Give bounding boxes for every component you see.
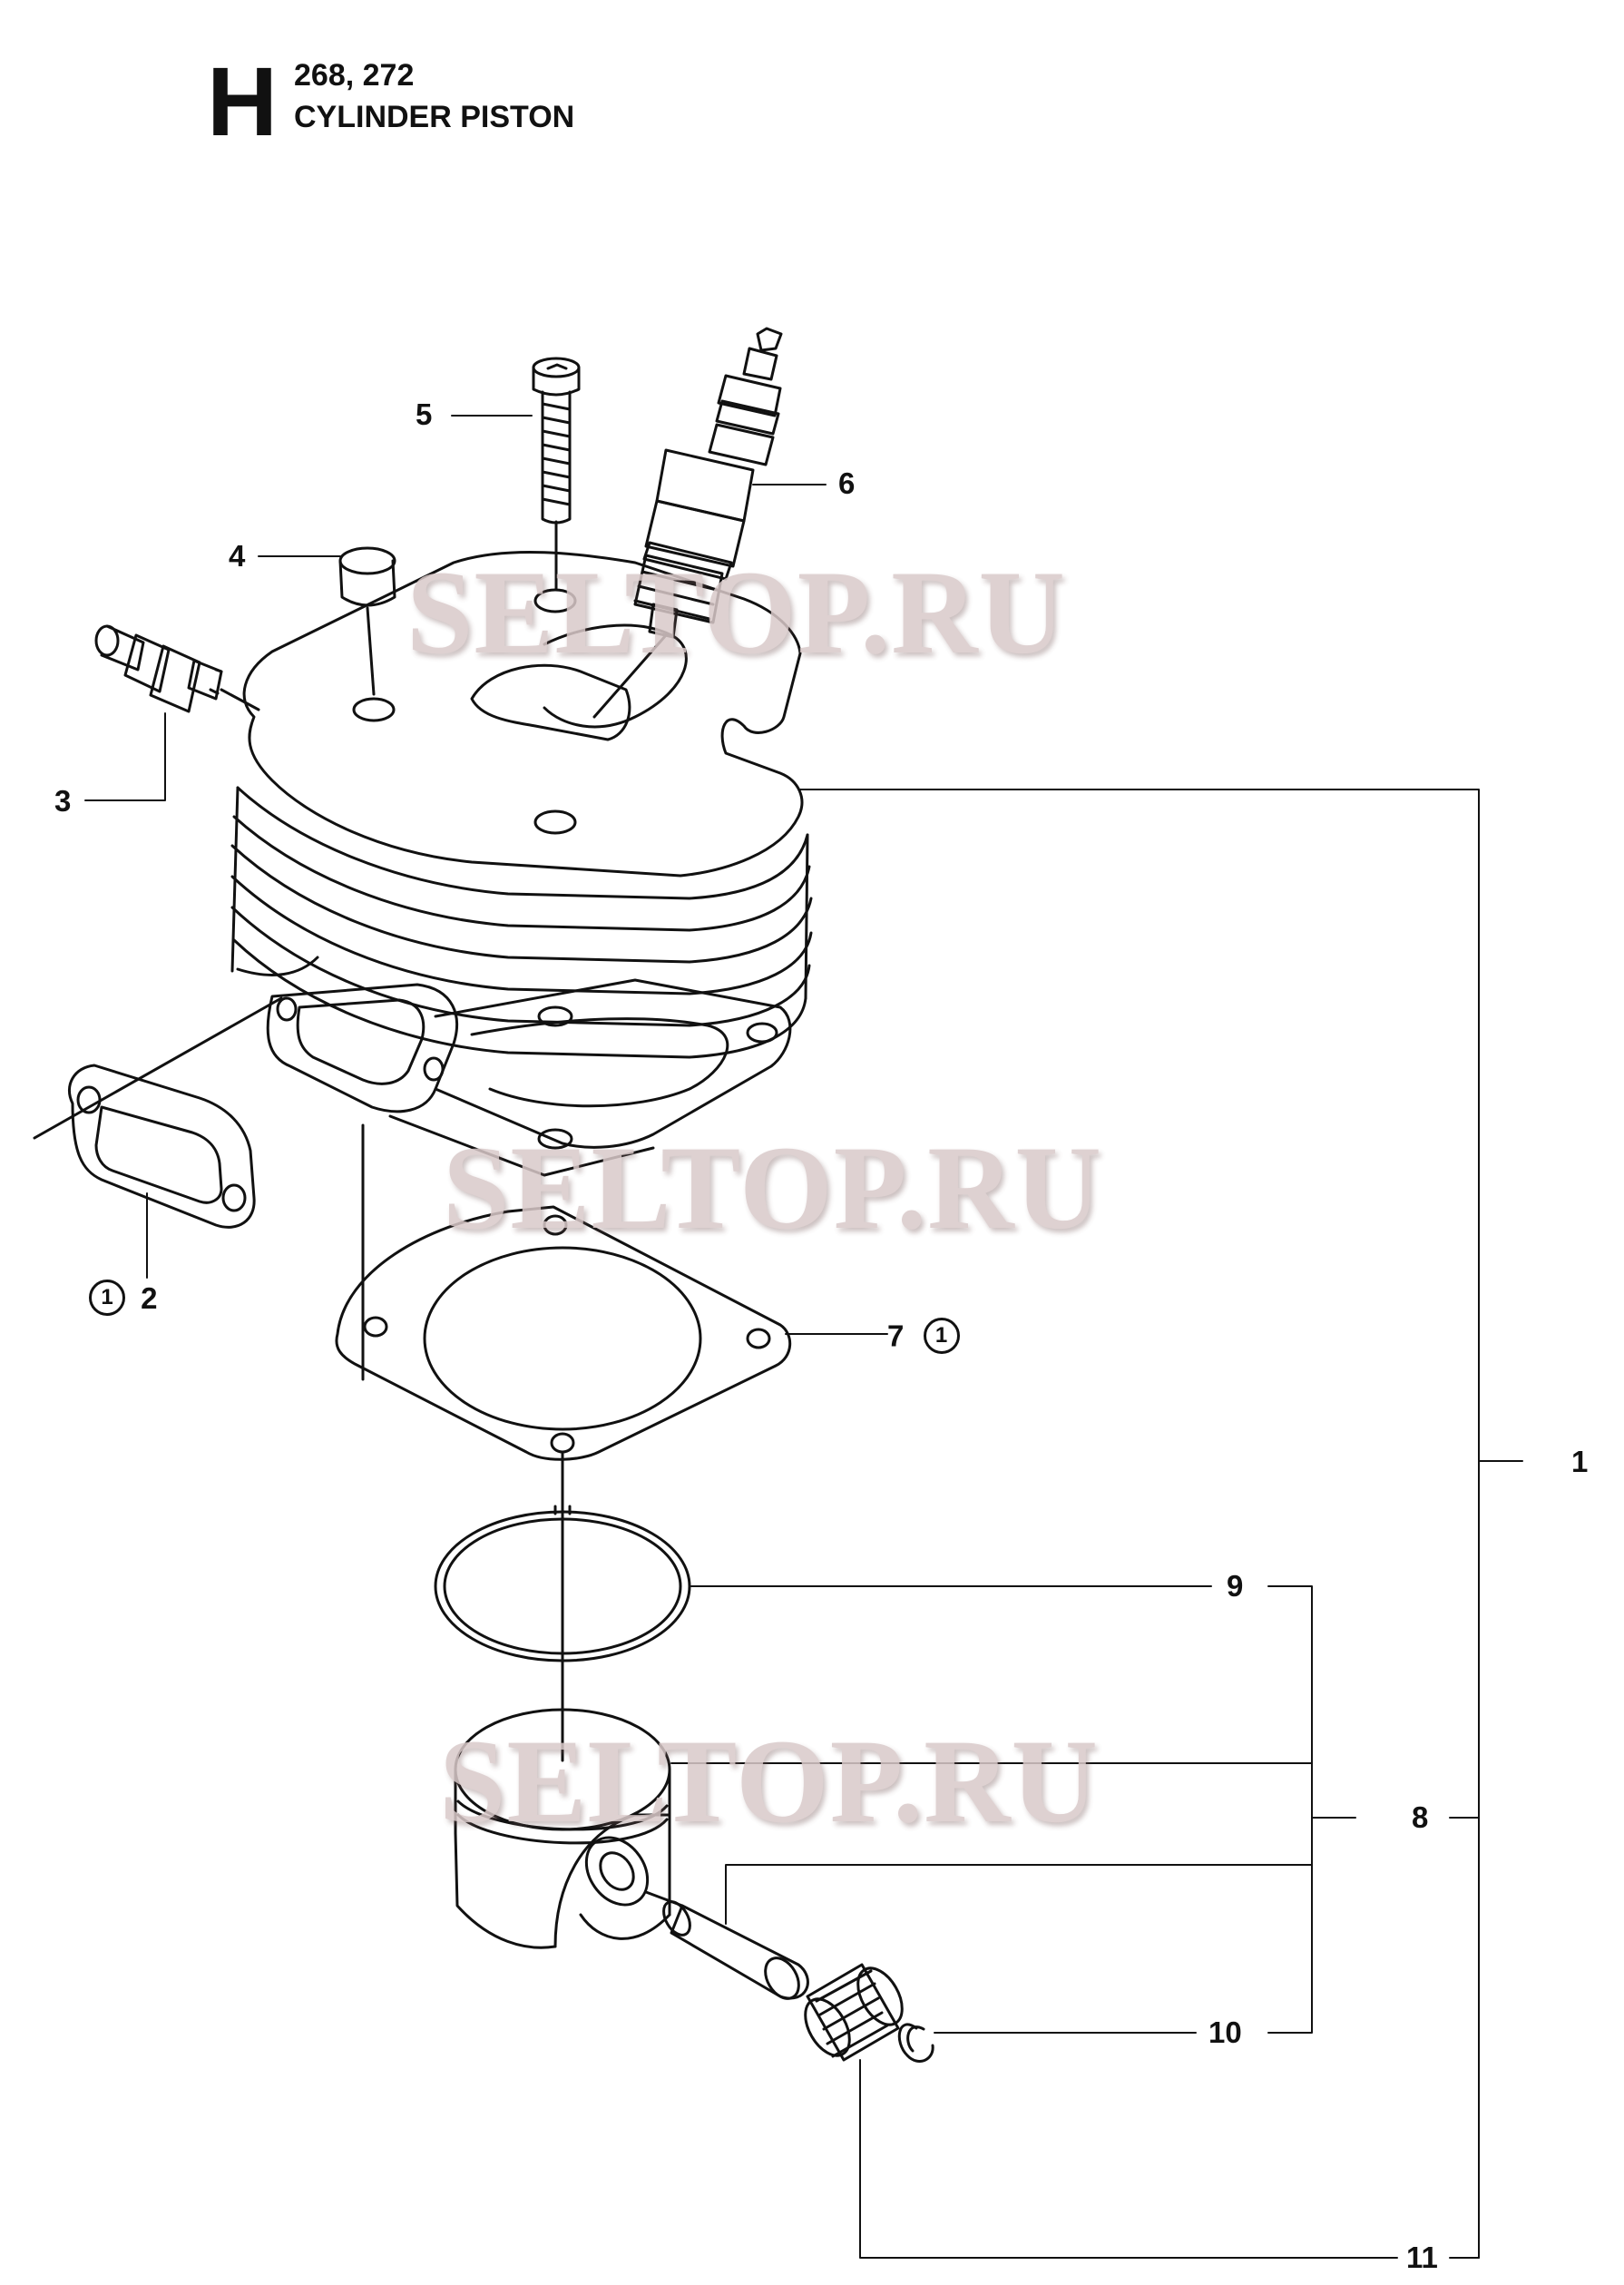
piston-pin (644, 1890, 809, 2000)
kit-circle-icon: 1 (89, 1280, 125, 1316)
section-letter: H (207, 46, 278, 156)
callout-9: 9 (1227, 1569, 1244, 1603)
piston-ring (434, 1505, 691, 1662)
callout-5: 5 (416, 397, 433, 431)
watermark: SELTOP.RU (439, 1714, 1099, 1848)
callout-4: 4 (229, 539, 246, 573)
decompression-valve (94, 624, 260, 713)
callout-6: 6 (838, 466, 856, 500)
cylinder-bolt (532, 357, 581, 592)
leader-lines (84, 415, 1523, 2259)
callout-10: 10 (1208, 2015, 1242, 2049)
muffler-gasket (33, 996, 283, 1229)
cylinder-base-gasket (335, 1205, 792, 1762)
callout-11: 11 (1406, 2241, 1438, 2274)
needle-bearing (804, 1963, 904, 2062)
watermark: SELTOP.RU (406, 545, 1066, 679)
cylinder-cap (338, 546, 396, 696)
circlip (897, 2023, 934, 2063)
cylinder (230, 550, 813, 1381)
kit-circle-icon: 1 (923, 1318, 960, 1354)
callout-8: 8 (1412, 1800, 1429, 1834)
watermark: SELTOP.RU (443, 1121, 1102, 1254)
callout-3: 3 (54, 784, 72, 818)
piston (454, 1708, 671, 1949)
model-numbers: 268, 272 (294, 58, 415, 93)
page-title: CYLINDER PISTON (294, 100, 575, 134)
callout-2: 1 2 (89, 1280, 158, 1316)
callout-1: 1 (1571, 1445, 1589, 1478)
callout-7: 7 1 (887, 1318, 960, 1354)
